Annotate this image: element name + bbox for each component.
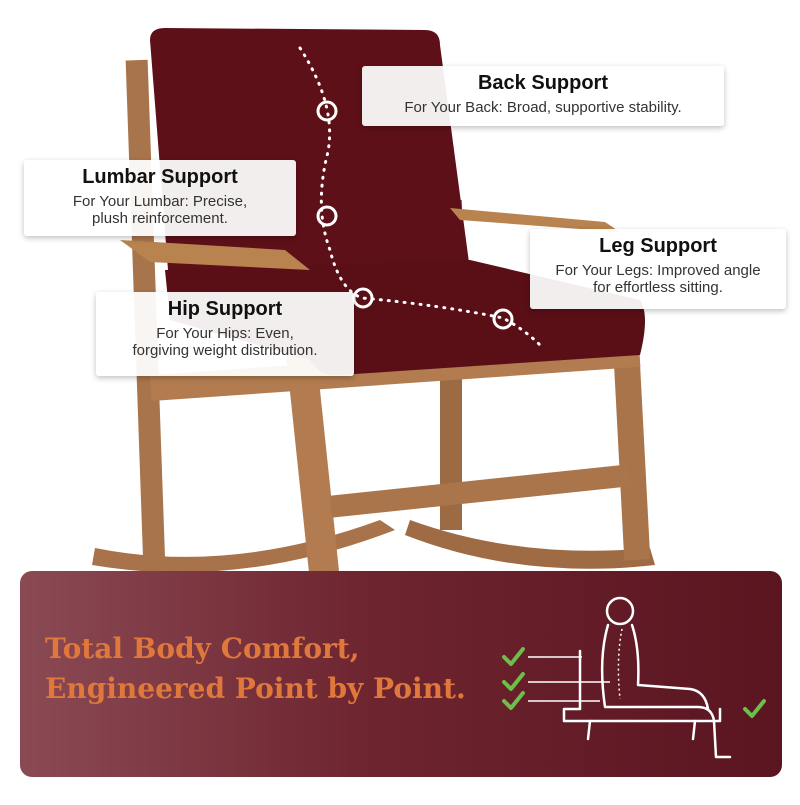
comfort-banner: Total Body Comfort, Engineered Point by … bbox=[20, 571, 782, 777]
callout-description-line: For Your Legs: Improved angle bbox=[555, 262, 761, 279]
check-icon bbox=[502, 691, 525, 710]
callout-leg-support: Leg Support For Your Legs: Improved angl… bbox=[530, 229, 786, 309]
check-icon bbox=[502, 647, 525, 666]
banner-headline-line: Total Body Comfort, bbox=[45, 632, 360, 665]
callout-title: Lumbar Support bbox=[82, 166, 238, 188]
callout-description-line: for effortless sitting. bbox=[593, 279, 723, 296]
callout-title: Leg Support bbox=[599, 235, 717, 257]
stretcher-front bbox=[329, 464, 631, 518]
callout-title: Back Support bbox=[477, 72, 609, 94]
banner-headline: Total Body Comfort, Engineered Point by … bbox=[45, 629, 485, 709]
callout-lumbar-support: Lumbar Support For Your Lumbar: Precise,… bbox=[24, 160, 296, 236]
callout-description-line: forgiving weight distribution. bbox=[132, 342, 318, 359]
callout-title: Hip Support bbox=[167, 298, 283, 320]
check-icon bbox=[743, 699, 766, 718]
rocker-right bbox=[405, 520, 655, 569]
support-point-marker-icon bbox=[316, 100, 338, 122]
callout-description-line: plush reinforcement. bbox=[92, 210, 228, 227]
support-point-marker-icon bbox=[352, 287, 374, 309]
front-leg-right bbox=[611, 319, 651, 561]
callout-description: For Your Back: Broad, supportive stabili… bbox=[404, 99, 682, 116]
rocker-left bbox=[92, 520, 395, 573]
callout-description-line: For Your Hips: Even, bbox=[156, 325, 294, 342]
callout-hip-support: Hip Support For Your Hips: Even, forgivi… bbox=[96, 292, 354, 376]
check-icon bbox=[502, 672, 525, 691]
banner-headline-line: Engineered Point by Point. bbox=[45, 672, 466, 705]
support-point-marker-icon bbox=[492, 308, 514, 330]
callout-description-line: For Your Lumbar: Precise, bbox=[72, 193, 248, 210]
armrest-right bbox=[450, 208, 620, 232]
armrest-left bbox=[120, 240, 310, 270]
support-point-marker-icon bbox=[316, 205, 338, 227]
callout-back-support: Back Support For Your Back: Broad, suppo… bbox=[362, 66, 724, 126]
seated-person-icon bbox=[502, 596, 766, 759]
